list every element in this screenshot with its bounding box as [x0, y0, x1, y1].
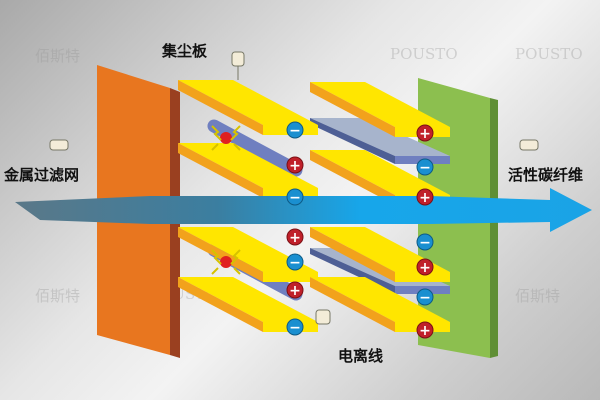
positive-charge-icon: +	[416, 258, 434, 276]
svg-text:−: −	[419, 160, 431, 176]
svg-text:+: +	[289, 230, 301, 246]
positive-charge-icon: +	[416, 124, 434, 142]
svg-text:+: +	[419, 323, 431, 339]
collector-plate-label: 集尘板	[162, 42, 208, 60]
charge-signs: − + − + − + − + − + − + − +	[286, 121, 434, 339]
negative-charge-icon: −	[286, 318, 304, 336]
positive-charge-icon: +	[286, 156, 304, 174]
airflow-arrow	[15, 188, 592, 232]
negative-charge-icon: −	[286, 188, 304, 206]
ionized-particle	[211, 125, 241, 275]
svg-text:−: −	[289, 123, 301, 139]
positive-charge-icon: +	[286, 228, 304, 246]
svg-text:+: +	[419, 126, 431, 142]
watermark: 佰斯特	[35, 287, 81, 305]
svg-text:−: −	[419, 290, 431, 306]
charged-plate	[310, 118, 450, 164]
pointing-hand-icon	[49, 51, 539, 325]
collector-plate	[310, 227, 450, 282]
svg-text:−: −	[289, 320, 301, 336]
positive-charge-icon: +	[286, 281, 304, 299]
positive-charge-icon: +	[416, 321, 434, 339]
svg-text:+: +	[419, 190, 431, 206]
svg-text:−: −	[289, 190, 301, 206]
negative-charge-icon: −	[286, 121, 304, 139]
collector-plate	[178, 227, 318, 282]
carbon-fiber-label: 活性碳纤维	[508, 166, 584, 184]
watermark: 佰斯特	[35, 47, 81, 65]
negative-charge-icon: −	[286, 253, 304, 271]
collector-plate	[178, 80, 318, 135]
negative-charge-icon: −	[416, 158, 434, 176]
ionization-wire-label: 电离线	[338, 347, 384, 365]
watermark: POUSTO	[515, 45, 583, 63]
metal-filter-label: 金属过滤网	[4, 166, 80, 184]
watermark: 佰斯特	[515, 287, 561, 305]
svg-text:+: +	[289, 158, 301, 174]
svg-text:−: −	[289, 255, 301, 271]
collector-plate	[178, 143, 318, 198]
negative-charge-icon: −	[416, 288, 434, 306]
collector-plates	[178, 80, 450, 332]
svg-text:+: +	[419, 260, 431, 276]
negative-charge-icon: −	[416, 233, 434, 251]
svg-text:−: −	[419, 235, 431, 251]
positive-charge-icon: +	[416, 188, 434, 206]
watermark: POUSTO	[390, 45, 458, 63]
svg-text:+: +	[289, 283, 301, 299]
